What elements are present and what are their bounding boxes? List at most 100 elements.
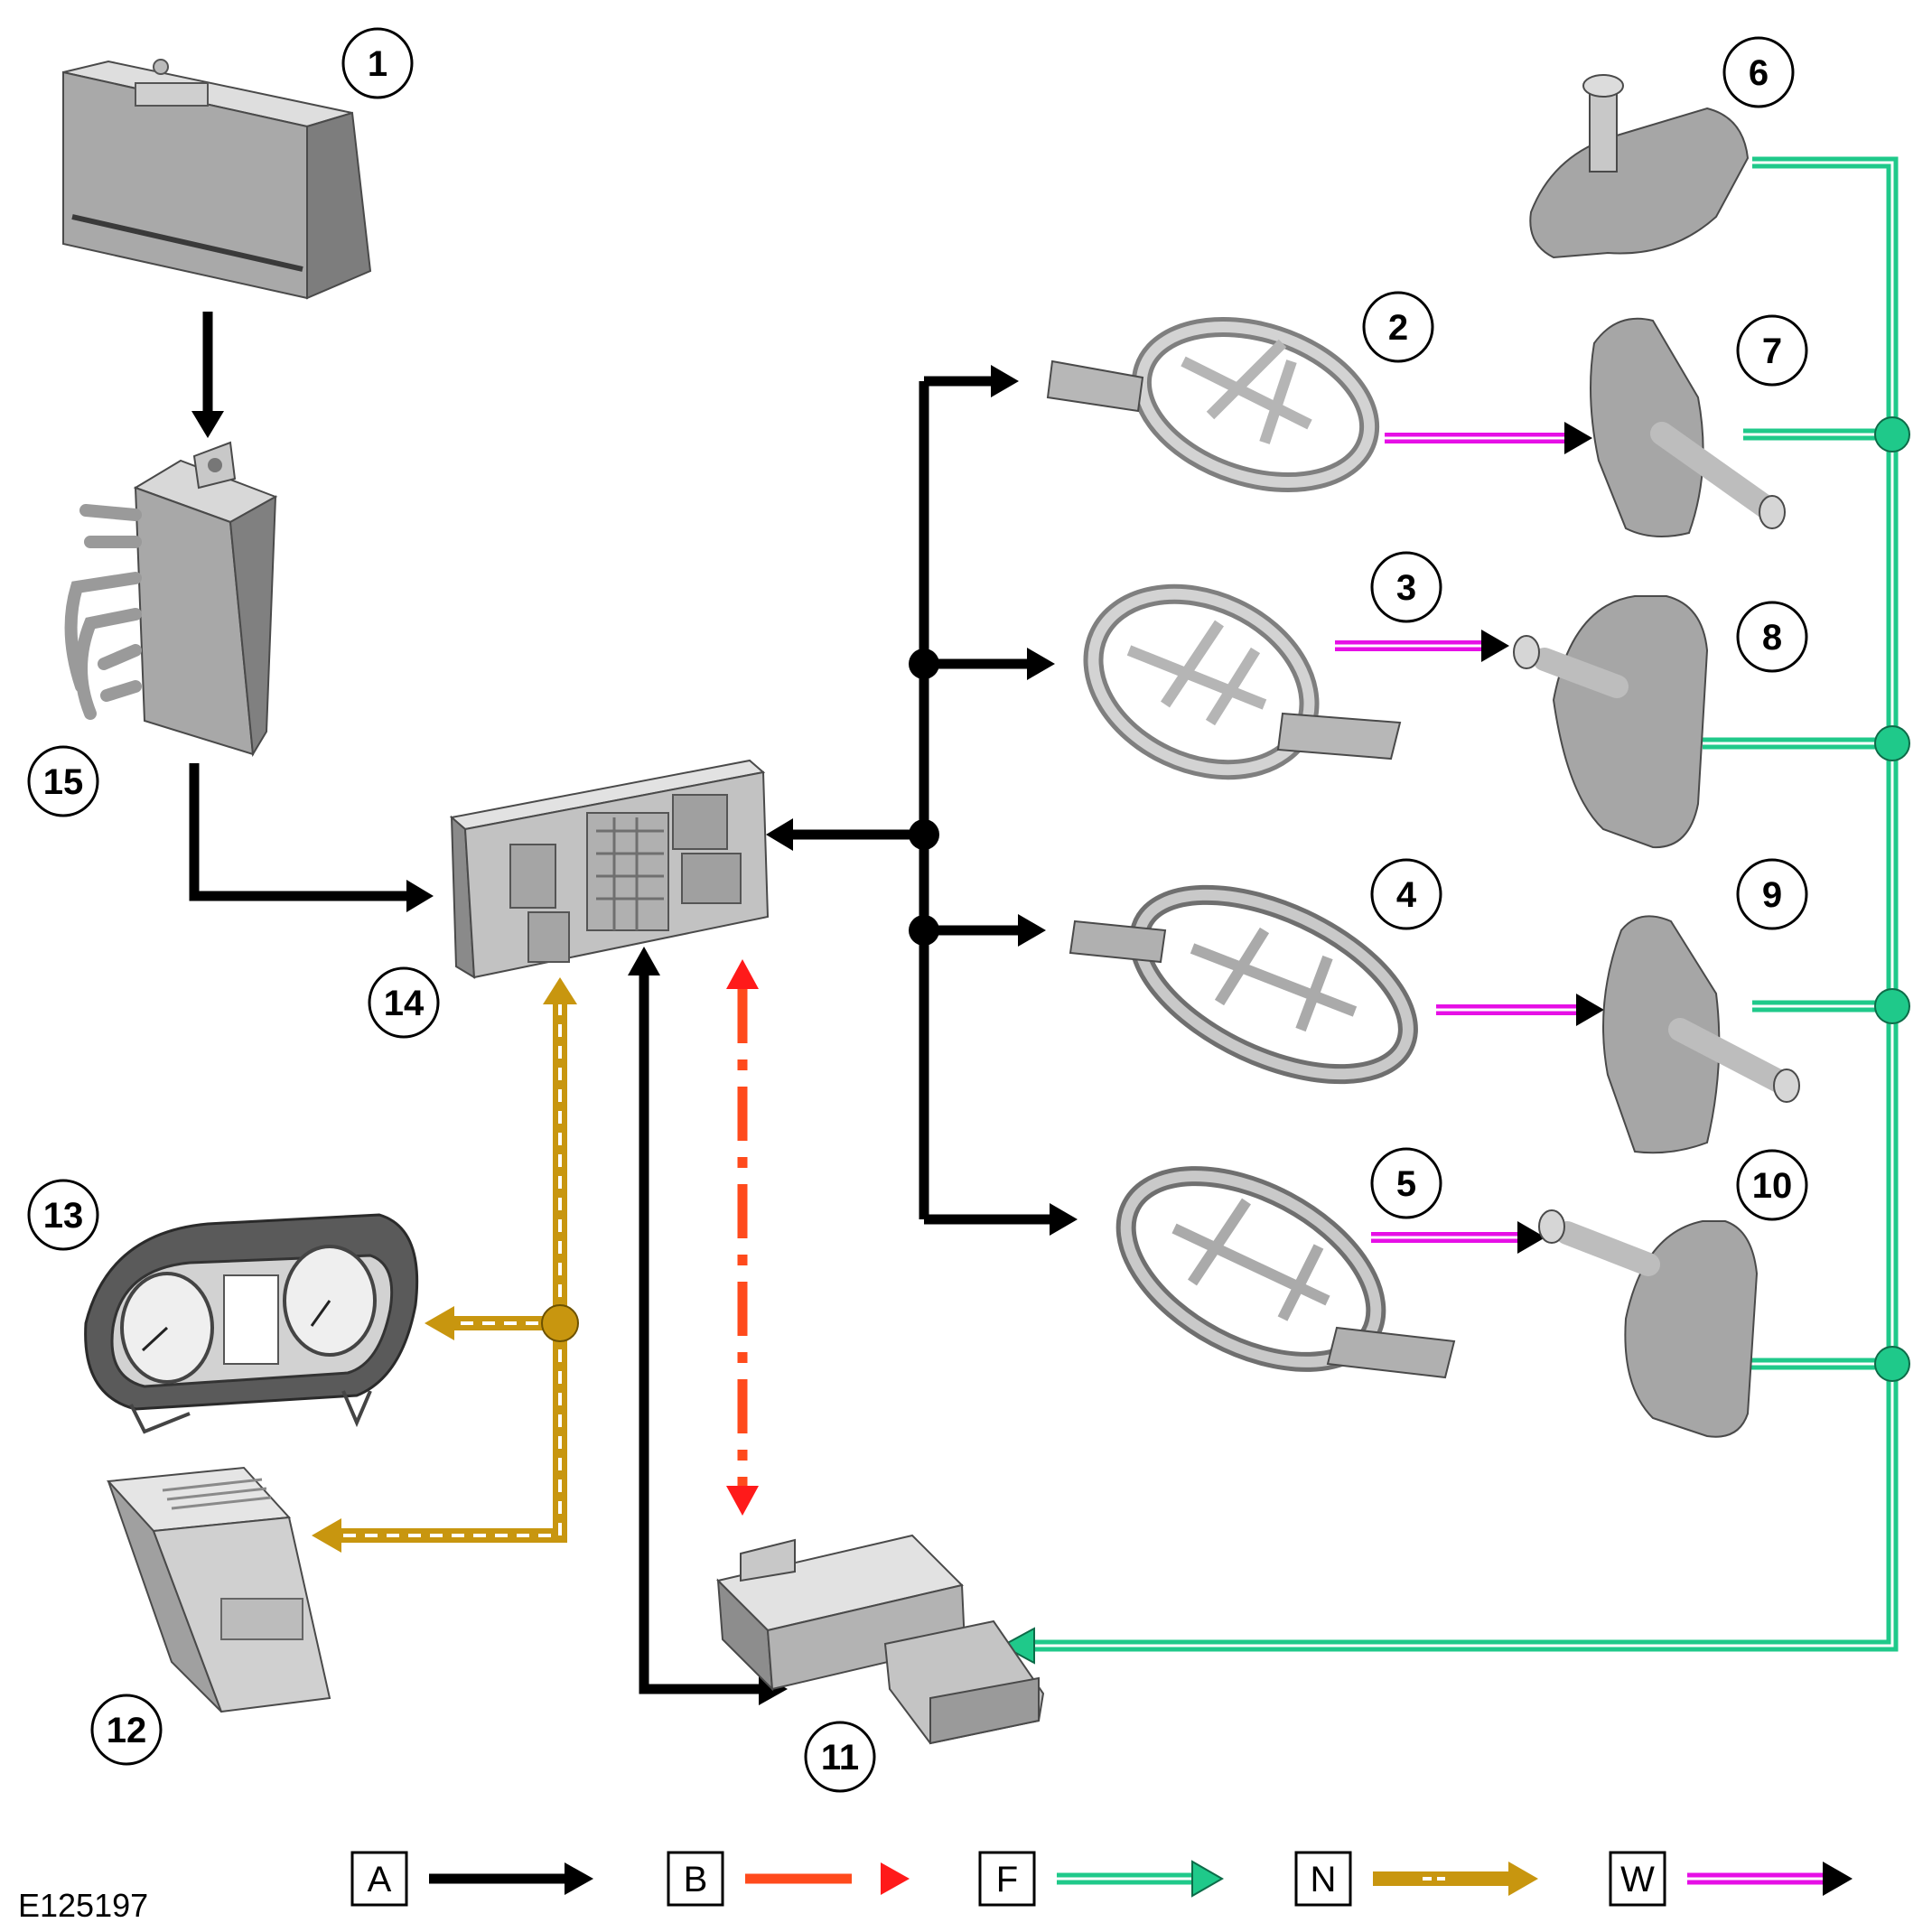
callout-circle — [27, 745, 99, 817]
legend-key-label: B — [684, 1860, 708, 1899]
callout-11: 11 — [804, 1721, 876, 1793]
legend-key-box — [667, 1851, 724, 1907]
tpms-initiator-antenna-icon — [1046, 316, 1380, 493]
junction-dot — [541, 1304, 579, 1342]
callout-circle — [341, 27, 414, 99]
callout-5: 5 — [1370, 1147, 1442, 1219]
figure-id: E125197 — [18, 1887, 148, 1924]
callout-6: 6 — [1722, 36, 1795, 108]
tire-pressure-sensor-icon — [1529, 74, 1750, 259]
tpms-initiator-antenna-icon — [1069, 884, 1418, 1085]
callout-number: 12 — [107, 1711, 147, 1750]
legend-key-box — [350, 1851, 408, 1907]
line-a-battery-to-bjb — [191, 312, 224, 438]
callout-circle — [1362, 291, 1434, 363]
callout-number: 9 — [1762, 875, 1782, 915]
callout-circle — [27, 1179, 99, 1251]
tire-pressure-sensor-icon — [1602, 915, 1800, 1154]
legend-line-sample — [1373, 1862, 1538, 1896]
callout-2: 2 — [1362, 291, 1434, 363]
callout-circle — [1736, 314, 1808, 387]
junction-dot — [1874, 416, 1910, 453]
callout-12: 12 — [90, 1694, 163, 1766]
callout-14: 14 — [368, 966, 440, 1039]
junction-dot — [1874, 725, 1910, 761]
callout-number: 3 — [1396, 568, 1416, 608]
tire-pressure-sensor-icon — [1538, 1209, 1759, 1438]
callout-number: 6 — [1749, 53, 1769, 93]
junction-dot — [909, 649, 939, 679]
legend-line-sample — [1057, 1860, 1225, 1898]
callout-number: 7 — [1762, 331, 1782, 371]
legend-key-label: W — [1620, 1860, 1655, 1899]
callout-circle — [1370, 858, 1442, 930]
callout-number: 15 — [43, 762, 84, 802]
callout-circle — [90, 1694, 163, 1766]
callout-1: 1 — [341, 27, 414, 99]
tire-pressure-sensor-icon — [1590, 317, 1786, 537]
junction-dot — [909, 819, 939, 850]
callout-number: 4 — [1396, 875, 1417, 915]
legend-line-sample — [429, 1862, 593, 1895]
junction-dot — [909, 915, 939, 946]
callout-3: 3 — [1370, 551, 1442, 623]
callout-9: 9 — [1736, 858, 1808, 930]
legend-key-label: F — [996, 1860, 1018, 1899]
callout-4: 4 — [1370, 858, 1442, 930]
line-b-cjb-receiver — [726, 959, 759, 1516]
callout-8: 8 — [1736, 601, 1808, 673]
connection-lines — [189, 156, 1910, 1705]
tpms-initiator-antenna-icon — [1083, 583, 1402, 780]
legend-line-sample — [745, 1862, 910, 1895]
legend-item-W: W — [1609, 1851, 1853, 1907]
callout-number: 8 — [1762, 618, 1782, 658]
callout-circle — [1736, 1149, 1808, 1221]
line-w-antenna-to-sensor — [1335, 422, 1604, 1254]
control-module-icon — [106, 1466, 331, 1713]
callout-circle — [1370, 551, 1442, 623]
line-a-bjb-to-cjb — [189, 763, 434, 912]
tpms-receiver-module-icon — [716, 1534, 1045, 1745]
callout-number: 5 — [1396, 1164, 1416, 1204]
legend-key-box — [1609, 1851, 1666, 1907]
callout-number: 10 — [1752, 1166, 1793, 1206]
line-a-antenna-bus — [766, 365, 1078, 1236]
legend-item-B: B — [667, 1851, 910, 1907]
junction-dot — [1874, 1346, 1910, 1382]
callout-number: 1 — [368, 44, 387, 84]
callout-circle — [804, 1721, 876, 1793]
junction-dot — [1874, 988, 1910, 1024]
callout-7: 7 — [1736, 314, 1808, 387]
callout-circle — [368, 966, 440, 1039]
callout-circle — [1722, 36, 1795, 108]
legend-line-sample — [1687, 1862, 1853, 1896]
legend-item-A: A — [350, 1851, 593, 1907]
callout-15: 15 — [27, 745, 99, 817]
callout-circle — [1736, 601, 1808, 673]
battery-junction-box-icon — [64, 441, 278, 758]
callout-number: 14 — [384, 984, 425, 1023]
legend-key-box — [1294, 1851, 1352, 1907]
legend-item-F: F — [978, 1851, 1225, 1907]
instrument-cluster-icon — [84, 1213, 419, 1434]
callout-number: 2 — [1388, 308, 1408, 348]
callout-10: 10 — [1736, 1149, 1808, 1221]
callout-number: 13 — [43, 1196, 84, 1236]
callout-circle — [1736, 858, 1808, 930]
tire-pressure-sensor-icon — [1513, 595, 1709, 849]
legend-item-N: N — [1294, 1851, 1538, 1907]
legend-key-box — [978, 1851, 1036, 1907]
line-n-cjb-to-cluster-and-module — [312, 977, 579, 1553]
tpms-initiator-antenna-icon — [1115, 1166, 1456, 1379]
battery-icon — [62, 59, 372, 300]
legend-key-label: N — [1311, 1860, 1337, 1899]
central-junction-box-icon — [449, 759, 770, 979]
legend-key-label: A — [368, 1860, 392, 1899]
callout-number: 11 — [821, 1738, 859, 1778]
callout-13: 13 — [27, 1179, 99, 1251]
callout-circle — [1370, 1147, 1442, 1219]
line-f-sensors-to-receiver — [1000, 156, 1910, 1665]
